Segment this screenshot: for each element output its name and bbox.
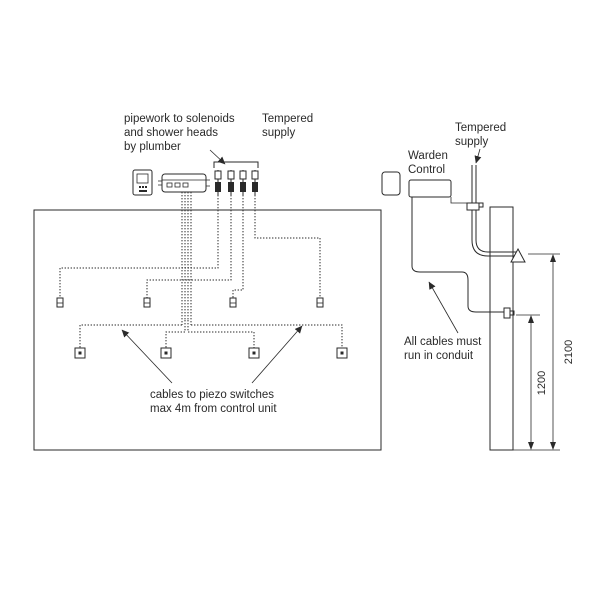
warden-panel-left [132, 169, 153, 196]
shower-head-1 [56, 297, 64, 308]
tempered-supply-leader [474, 148, 482, 164]
dimension-1200-label: 1200 [536, 371, 548, 395]
valve-block [466, 202, 484, 211]
piezo-switch-2 [160, 347, 172, 359]
tempered-supply-bracket [213, 161, 259, 168]
cable-bundle [79, 192, 343, 348]
dimension-2100 [550, 254, 556, 450]
wall-section [489, 206, 514, 451]
supply-pipe [471, 165, 526, 263]
dimension-1200 [528, 315, 534, 450]
shower-head-4 [316, 297, 324, 308]
piezo-switches [74, 347, 348, 359]
wall-panel [33, 209, 382, 451]
solenoid-valves [214, 170, 259, 195]
conduit-arrow [428, 281, 459, 334]
conduit-label: All cables must run in conduit [404, 336, 485, 362]
pipework-runs [59, 195, 321, 298]
piezo-switch-4 [336, 347, 348, 359]
control-unit [158, 173, 210, 193]
tempered-supply-label-left: Tempered supply [262, 113, 316, 139]
warden-control-label: Warden Control [408, 150, 451, 176]
cables-arrow-left [121, 329, 173, 384]
piezo-switch-1 [74, 347, 86, 359]
shower-head-3 [229, 297, 237, 308]
piezo-switch-3 [248, 347, 260, 359]
cables-arrow-right [251, 325, 303, 384]
tempered-supply-label-right: Tempered supply [455, 122, 509, 148]
shower-head-2 [143, 297, 151, 308]
dimension-2100-label: 2100 [563, 340, 575, 364]
warden-control-device [381, 171, 401, 196]
cables-label: cables to piezo switches max 4m from con… [150, 389, 277, 415]
piezo-switch-side [503, 307, 515, 319]
shower-heads [56, 297, 324, 308]
unit-to-valve [450, 197, 467, 204]
pipework-leader [209, 149, 226, 165]
control-unit-side [408, 179, 452, 198]
pipework-label: pipework to solenoids and shower heads b… [124, 113, 238, 153]
conduit-run [411, 197, 504, 313]
